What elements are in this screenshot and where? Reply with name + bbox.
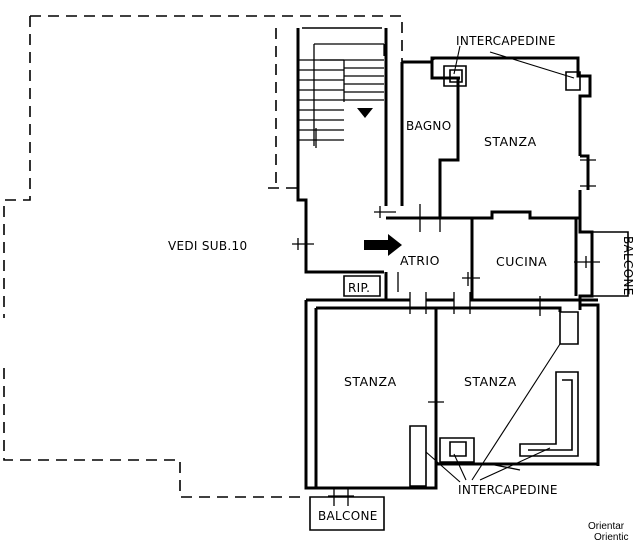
bagno-label: BAGNO xyxy=(406,119,451,133)
door-marks xyxy=(292,159,600,506)
intercapedine-leaders xyxy=(425,45,575,483)
cucina-label: CUCINA xyxy=(496,254,547,269)
stanza-top-label: STANZA xyxy=(484,134,537,149)
balcone-right-label: BALCONE xyxy=(621,236,634,296)
atrio-label: ATRIO xyxy=(400,253,440,268)
balcone-bottom-label: BALCONE xyxy=(318,509,378,523)
neighbour-unit-outline xyxy=(3,15,403,498)
rip-label: RIP. xyxy=(348,281,370,295)
triangle-down-icon xyxy=(357,108,373,118)
intercapedine-top-label: INTERCAPEDINE xyxy=(456,34,556,48)
orientation-label-1: Orientar xyxy=(588,521,625,532)
stanza-left-label: STANZA xyxy=(344,374,397,389)
vedi-sub-label: VEDI SUB.10 xyxy=(168,239,247,253)
stanza-right-label: STANZA xyxy=(464,374,517,389)
stairwell xyxy=(296,27,388,274)
apartment-walls xyxy=(304,56,629,531)
intercapedine-bottom-label: INTERCAPEDINE xyxy=(458,483,558,497)
orientation-label-2: Orientic xyxy=(594,532,628,541)
arrow-right-icon xyxy=(364,234,402,256)
